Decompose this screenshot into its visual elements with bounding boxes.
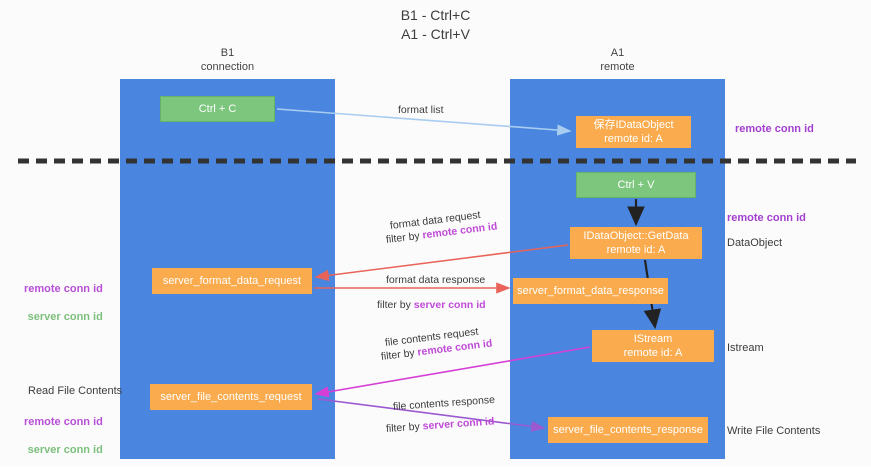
node-server-file-contents-request[interactable]: server_file_contents_request: [150, 384, 312, 410]
edge-label-format-list: format list: [398, 104, 444, 116]
filter-prefix: filter by: [385, 229, 424, 246]
edge-label-format-data-response: format data response: [386, 274, 486, 286]
node-server-format-data-request[interactable]: server_format_data_request: [152, 268, 312, 294]
node-server-file-contents-response[interactable]: server_file_contents_response: [548, 417, 708, 443]
annotation-istream: Istream: [727, 342, 764, 354]
annotation-remote-conn-id-mid: remote conn id: [727, 212, 806, 224]
annotation-remote-conn-id-top: remote conn id: [735, 123, 814, 135]
annotation-left-server-conn-id: server conn id: [27, 444, 103, 456]
annotation-left-keys-bottom: remote conn id server conn id: [24, 401, 103, 471]
node-idataobject[interactable]: 保存IDataObject remote id: A: [576, 116, 691, 148]
annotation-left-remote-conn-id: remote conn id: [24, 416, 103, 428]
edge-label-file-contents-response: file contents response: [392, 393, 496, 413]
annotation-left-server-conn-id: server conn id: [27, 311, 103, 323]
column-header-b1: B1 connection: [200, 47, 255, 73]
filter-key: server conn id: [413, 299, 486, 311]
annotation-dataobject: DataObject: [727, 237, 783, 249]
edge-label-format-data-response-filter: filter by server conn id: [377, 298, 486, 312]
annotation-read-file-contents: Read File Contents: [28, 385, 123, 397]
edge-label-file-contents-response-filter: filter by server conn id: [386, 414, 495, 436]
node-ctrl-c[interactable]: Ctrl + C: [160, 96, 275, 122]
filter-prefix: filter by: [380, 346, 419, 363]
column-header-a1: A1 remote: [600, 47, 635, 73]
node-istream[interactable]: IStream remote id: A: [592, 330, 714, 362]
diagram-title: B1 - Ctrl+C A1 - Ctrl+V: [400, 7, 471, 42]
annotation-left-keys-mid: remote conn id server conn id: [24, 268, 103, 338]
node-server-format-data-response[interactable]: server_format_data_response: [513, 278, 668, 304]
node-idataobject-getdata[interactable]: IDataObject::GetData remote id: A: [570, 227, 702, 259]
filter-key: server conn id: [422, 415, 495, 433]
annotation-left-remote-conn-id: remote conn id: [24, 283, 103, 295]
annotation-write-file-contents: Write File Contents: [727, 425, 821, 437]
filter-prefix: filter by: [377, 299, 414, 311]
filter-prefix: filter by: [385, 420, 424, 435]
node-ctrl-v[interactable]: Ctrl + V: [576, 172, 696, 198]
